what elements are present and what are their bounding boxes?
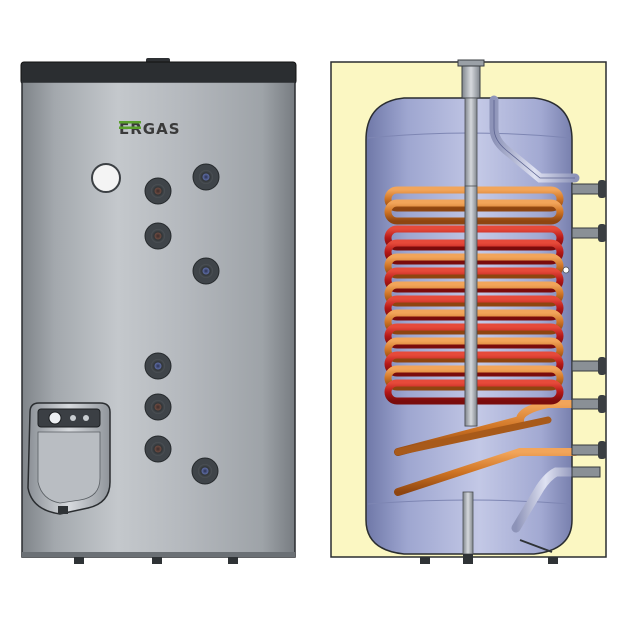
top-cover — [20, 61, 297, 85]
side-fitting — [571, 466, 601, 478]
drain-fitting — [462, 491, 474, 555]
connection-port — [191, 457, 219, 485]
cutaway-feet — [420, 539, 558, 564]
indicator-light-icon — [83, 415, 89, 421]
connection-port — [192, 257, 220, 285]
cabinet-feet — [74, 557, 238, 564]
thermometer-gauge — [91, 163, 121, 193]
indicator-light-icon — [70, 415, 76, 421]
side-fitting — [571, 357, 606, 375]
brand-logo-text: ERGAS — [119, 120, 181, 138]
connection-port — [144, 222, 172, 250]
cutaway-view — [330, 59, 607, 564]
cabinet-base — [22, 552, 295, 557]
heat-exchanger-coil — [384, 186, 575, 405]
connection-port — [144, 177, 172, 205]
brand-logo: ERGAS — [119, 120, 181, 138]
connection-port — [192, 163, 220, 191]
side-fitting — [571, 180, 606, 198]
connection-port — [144, 435, 172, 463]
connection-port — [144, 393, 172, 421]
control-panel — [27, 402, 111, 515]
side-fitting — [571, 441, 606, 459]
cold-water-pipe — [511, 467, 580, 533]
exterior-view: ERGAS — [20, 58, 297, 564]
side-fitting — [571, 224, 606, 242]
side-fitting — [571, 395, 606, 413]
control-knob-icon — [48, 411, 62, 425]
connection-port — [144, 352, 172, 380]
sensor-pocket-icon — [562, 266, 570, 274]
